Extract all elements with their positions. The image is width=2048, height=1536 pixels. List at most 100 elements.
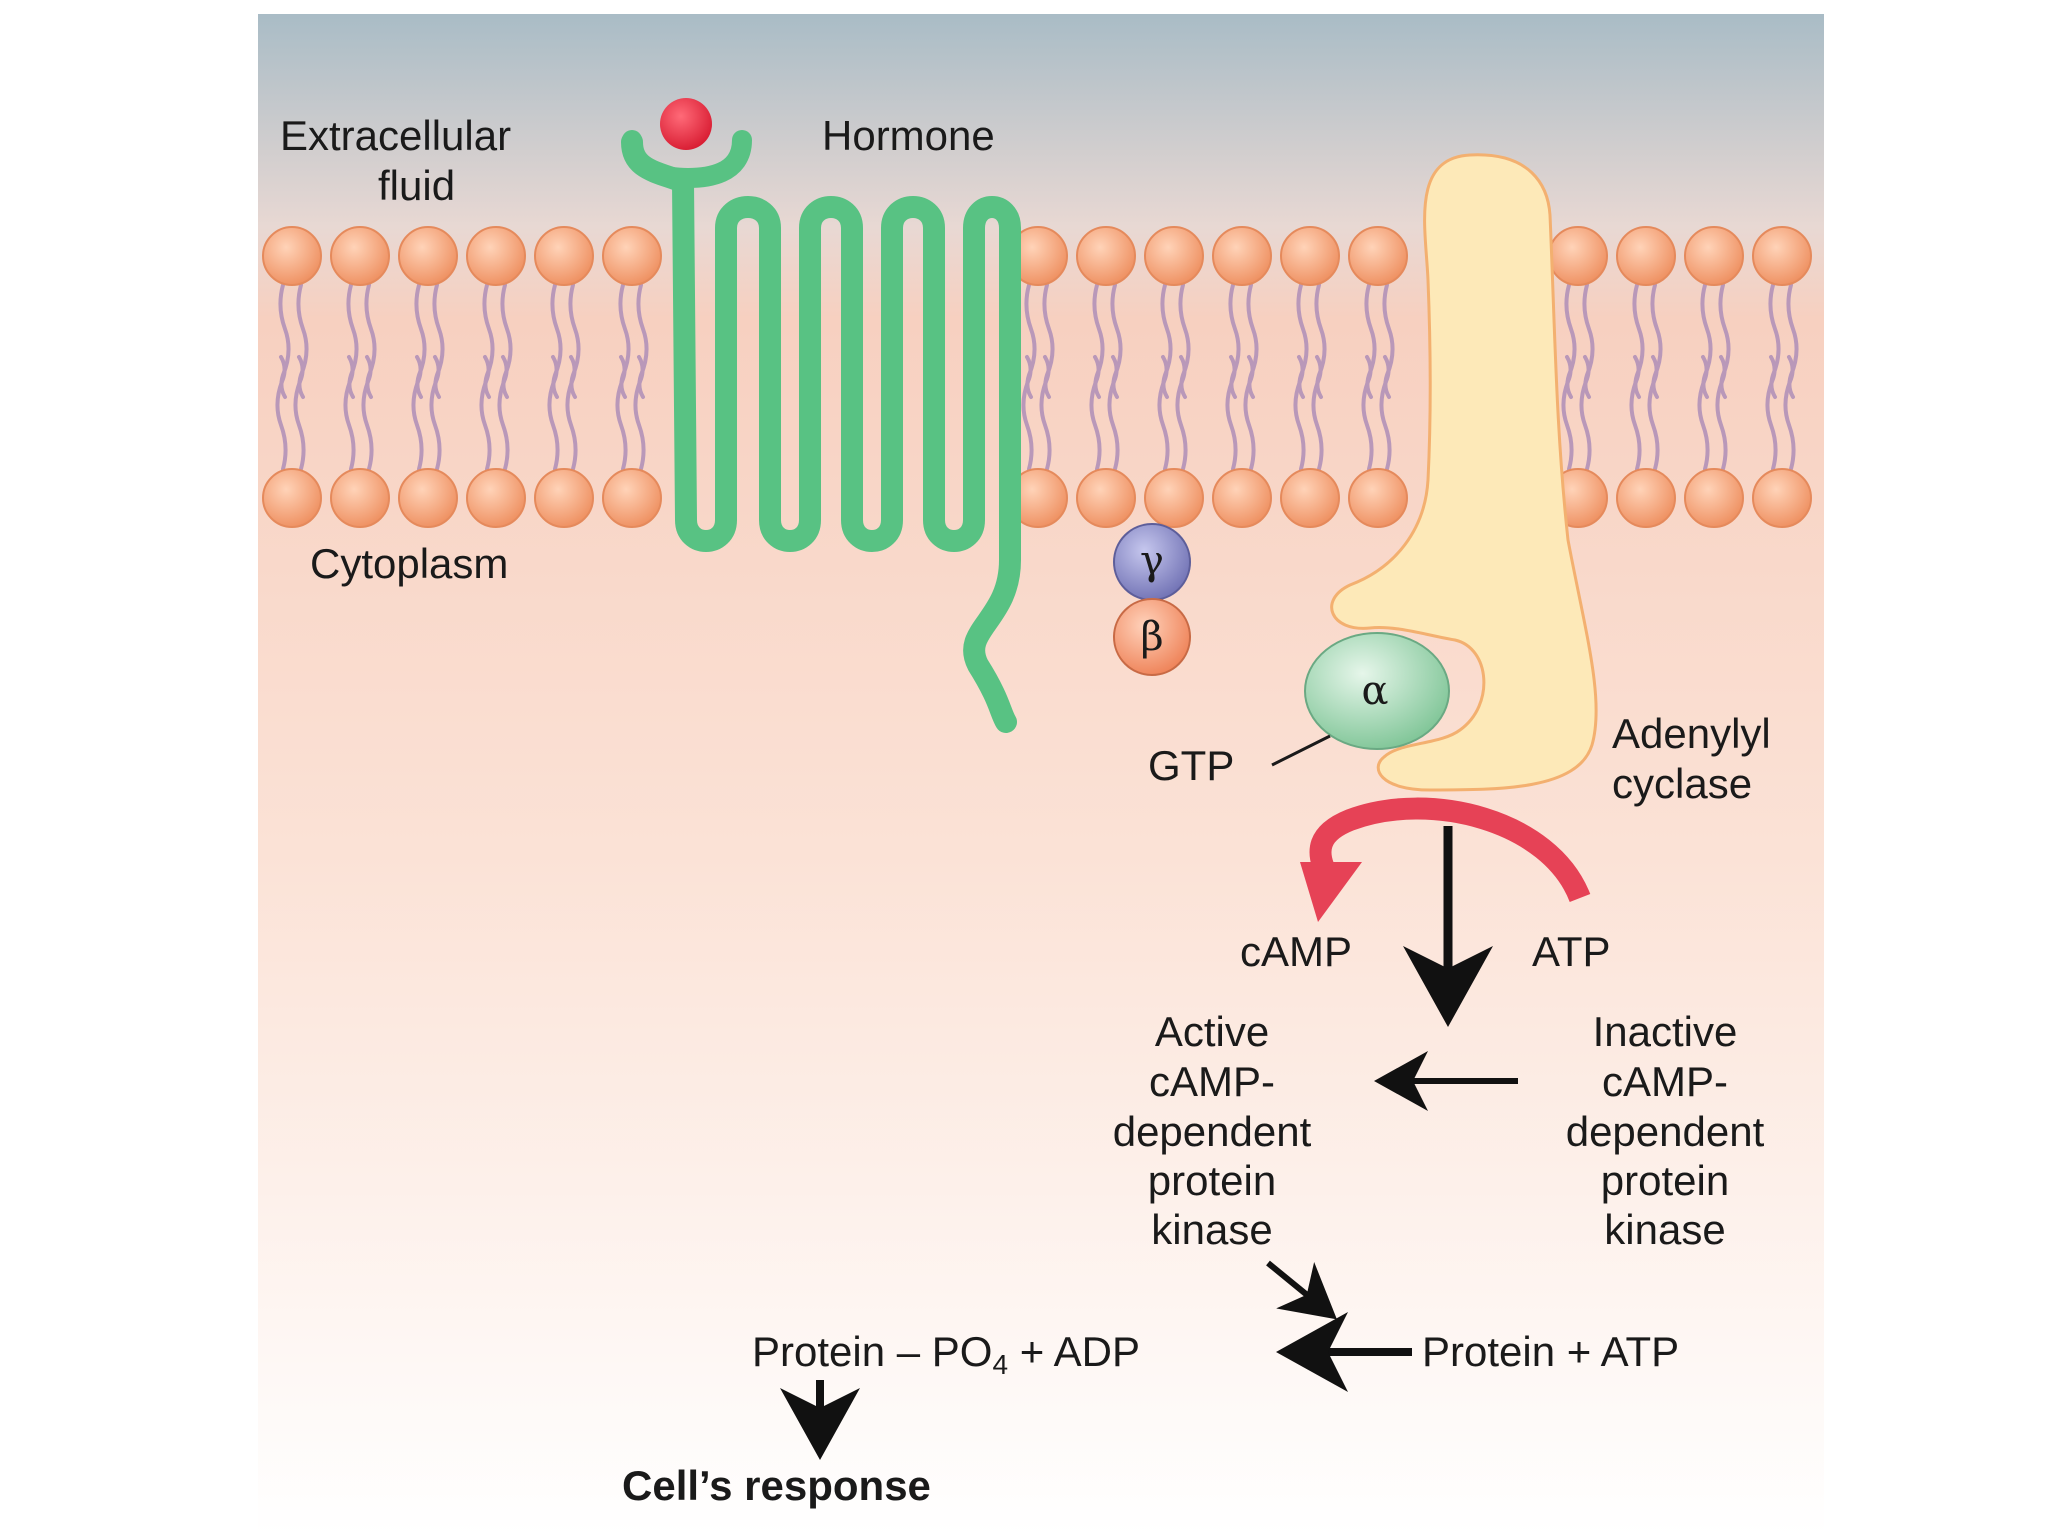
lipid-tail <box>633 355 646 471</box>
phospholipid-head <box>330 226 390 286</box>
hormone-label: Hormone <box>822 112 995 159</box>
lipid-tail <box>1021 355 1034 471</box>
phospholipid-head <box>1752 226 1812 286</box>
inactive-kinase-label: Inactive cAMP- dependent protein kinase <box>1566 1008 1765 1253</box>
phosphorylated-protein-label: Protein – PO4 + ADP <box>752 1328 1140 1380</box>
lipid-tail <box>1715 355 1728 471</box>
phospholipid-head <box>1144 226 1204 286</box>
gtp-pointer-line <box>1271 734 1331 767</box>
lipid-tail <box>1697 355 1710 471</box>
active-kinase-line: protein <box>1148 1157 1276 1204</box>
lipid-tail <box>1379 355 1392 471</box>
inactive-kinase-line: protein <box>1601 1157 1729 1204</box>
phospholipid-head <box>1348 226 1408 286</box>
alpha-label: α <box>1361 668 1388 714</box>
lipid-tail <box>1293 355 1306 471</box>
adenylyl-cyclase <box>1330 153 1598 792</box>
lipid-tail <box>1089 355 1102 471</box>
lipid-tail <box>1175 355 1188 471</box>
atp-to-camp-arrow <box>1309 797 1591 903</box>
lipid-tails <box>275 283 1799 471</box>
lipid-tail <box>1107 355 1120 471</box>
inactive-kinase-line: dependent <box>1566 1108 1765 1155</box>
cytoplasm-label: Cytoplasm <box>310 540 508 587</box>
lipid-tail <box>1629 355 1642 471</box>
lipid-tail <box>547 355 560 471</box>
lipid-tail <box>615 355 628 471</box>
phospholipid-head <box>1548 226 1608 286</box>
cells-response-label: Cell’s response <box>622 1462 931 1509</box>
phospholipid-head <box>1616 226 1676 286</box>
adenylyl-cyclase-label-line2: cyclase <box>1612 760 1752 807</box>
gtp-label: GTP <box>1148 742 1234 789</box>
receptor-binding-cup <box>622 130 752 189</box>
lipid-tail <box>429 355 442 471</box>
extracellular-label-line1: Extracellular <box>280 112 511 159</box>
lipid-tail <box>1361 355 1374 471</box>
phospholipid-head <box>1280 468 1340 528</box>
phospholipid-head <box>1684 226 1744 286</box>
lipid-tail <box>479 355 492 471</box>
phospholipid-head <box>1280 226 1340 286</box>
beta-subunit <box>1113 598 1191 676</box>
lipid-tail <box>411 355 424 471</box>
lipid-tail <box>1311 355 1324 471</box>
lipid-tail <box>1225 355 1238 471</box>
phospholipid-bilayer <box>262 226 1812 528</box>
phospholipid-head <box>534 468 594 528</box>
lipid-tail <box>1157 355 1170 471</box>
inactive-kinase-line: kinase <box>1604 1206 1725 1253</box>
active-kinase-line: cAMP- <box>1149 1058 1275 1105</box>
alpha-subunit <box>1304 632 1450 750</box>
active-kinase-line: dependent <box>1113 1108 1312 1155</box>
lipid-tail <box>293 355 306 471</box>
extracellular-label-line2: fluid <box>378 162 455 209</box>
phospholipid-head <box>602 468 662 528</box>
phospholipid-head <box>1616 468 1676 528</box>
product-subscript: 4 <box>992 1349 1008 1380</box>
lipid-tail <box>343 355 356 471</box>
atp-label: ATP <box>1532 928 1611 975</box>
product-right: + ADP <box>1008 1328 1140 1375</box>
lipid-tail <box>1243 355 1256 471</box>
lipid-tail <box>1039 355 1052 471</box>
phospholipid-head <box>398 468 458 528</box>
phospholipid-head <box>1348 468 1408 528</box>
phospholipid-head <box>602 226 662 286</box>
phospholipid-head <box>1752 468 1812 528</box>
lipid-tail <box>1561 355 1574 471</box>
phospholipid-head <box>1212 226 1272 286</box>
active-kinase-line: Active <box>1155 1008 1269 1055</box>
lipid-tail <box>1783 355 1796 471</box>
substrate-label: Protein + ATP <box>1422 1328 1679 1375</box>
phospholipid-head <box>262 226 322 286</box>
phospholipid-head <box>1212 468 1272 528</box>
phospholipid-head <box>330 468 390 528</box>
phospholipid-head <box>534 226 594 286</box>
phospholipid-head <box>1684 468 1744 528</box>
atp-to-camp-arrowhead <box>1300 862 1362 922</box>
active-kinase-label: Active cAMP- dependent protein kinase <box>1113 1008 1312 1253</box>
beta-label: β <box>1140 614 1163 660</box>
lipid-tail <box>1579 355 1592 471</box>
hormone-molecule <box>660 98 712 150</box>
lipid-tail <box>565 355 578 471</box>
phospholipid-head <box>398 226 458 286</box>
phospholipid-head <box>262 468 322 528</box>
gamma-label: γ <box>1140 538 1164 584</box>
phospholipid-head <box>1076 468 1136 528</box>
lipid-tail <box>1765 355 1778 471</box>
phospholipid-head <box>466 468 526 528</box>
g-protein-coupled-receptor <box>621 131 1021 733</box>
adenylyl-cyclase-label-line1: Adenylyl <box>1612 710 1771 757</box>
phospholipid-head <box>466 226 526 286</box>
phospholipid-head <box>1076 226 1136 286</box>
product-left: Protein – PO <box>752 1328 992 1375</box>
lipid-tail <box>497 355 510 471</box>
phospholipid-head <box>1144 468 1204 528</box>
lipid-tail <box>1647 355 1660 471</box>
camp-label: cAMP <box>1240 928 1352 975</box>
inactive-kinase-line: cAMP- <box>1602 1058 1728 1105</box>
active-kinase-line: kinase <box>1151 1206 1272 1253</box>
